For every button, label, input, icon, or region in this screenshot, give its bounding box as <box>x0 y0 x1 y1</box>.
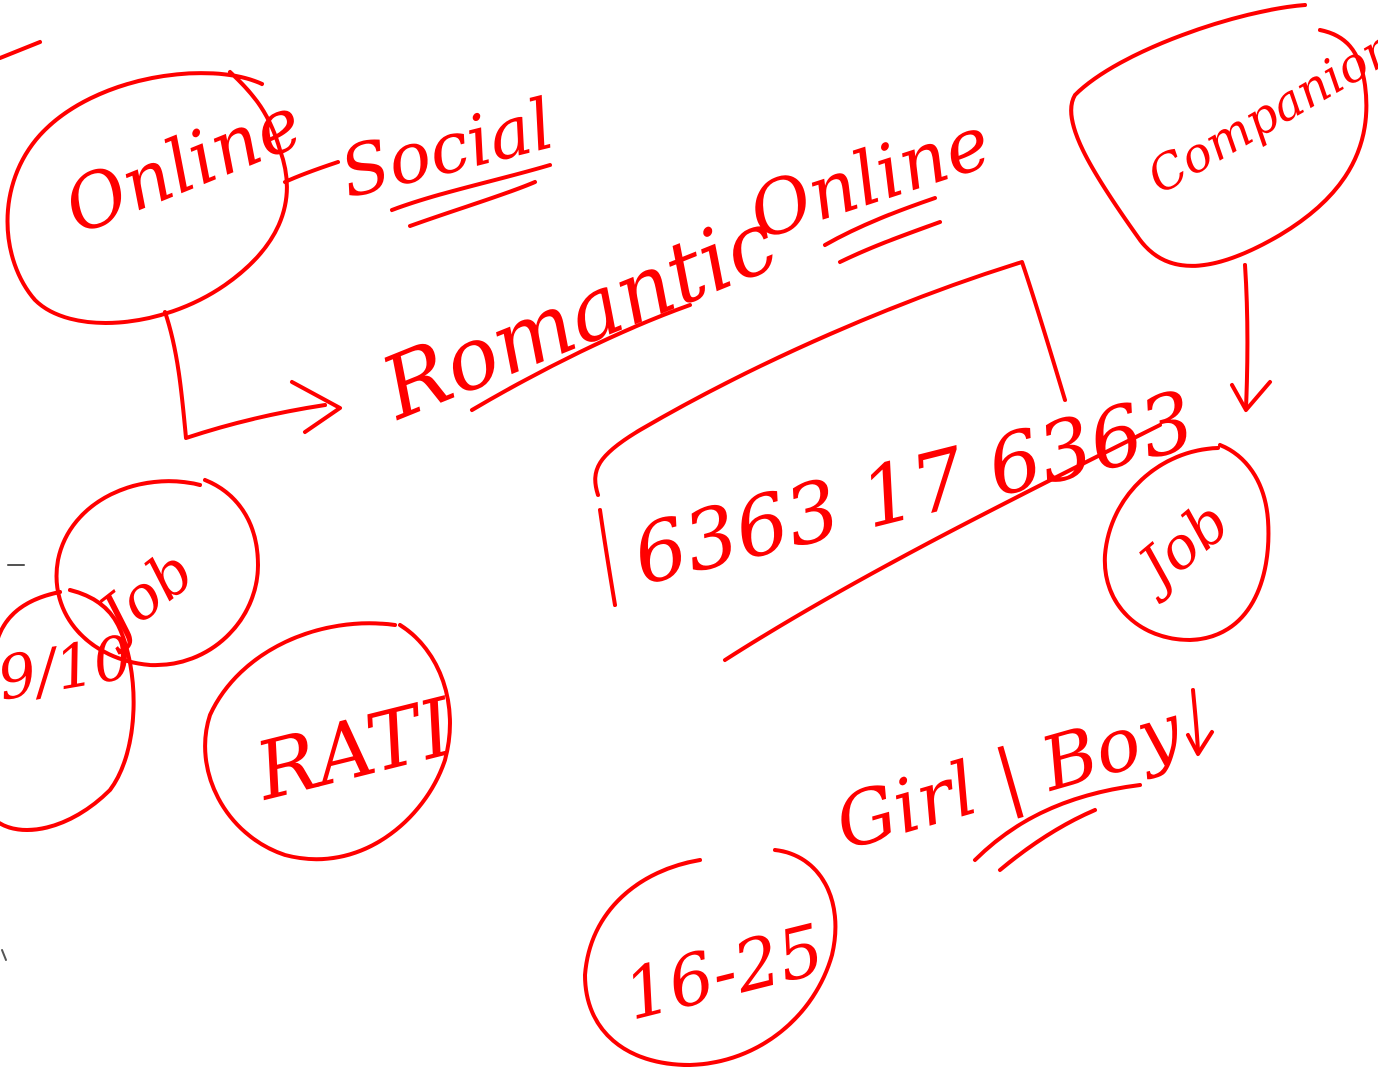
online-label: Online <box>53 79 314 251</box>
margin-mark-2 <box>1 949 7 961</box>
online-social-connector <box>283 160 340 184</box>
phone-bracket <box>593 260 1067 497</box>
boy-underline-2 <box>998 808 1097 872</box>
companion-circle <box>1069 3 1369 268</box>
boy-underline <box>973 783 1142 862</box>
rati-label: RATI <box>245 680 463 819</box>
rati-circle <box>203 621 452 862</box>
arrow-to-romantic <box>163 310 327 440</box>
stray-stroke <box>0 40 42 60</box>
job-left-circle <box>54 478 260 668</box>
job-down-arrow <box>1191 688 1200 754</box>
social-underline-2 <box>408 180 537 228</box>
companion-label: Companion <box>1138 19 1378 206</box>
age-circle <box>583 848 838 1067</box>
online-right-underline-1 <box>823 196 937 247</box>
social-underline-1 <box>390 163 552 212</box>
romantic-label: Romantic <box>367 191 791 440</box>
phone-left-tick <box>598 508 617 607</box>
companion-arrow-head <box>1230 380 1272 412</box>
phone-number-label: 6363 17 6363 <box>624 373 1204 604</box>
job-right-circle <box>1102 443 1271 642</box>
age-range-label: 16-25 <box>616 908 832 1036</box>
companion-arrow <box>1243 263 1250 410</box>
online-right-underline-2 <box>838 220 942 264</box>
online-right-label: Online <box>739 99 1001 257</box>
job-right-label: Job <box>1118 487 1242 607</box>
romantic-underline <box>470 303 692 412</box>
arrow-head <box>290 380 342 434</box>
fraction-circle <box>0 588 136 832</box>
job-down-arrow-head <box>1186 730 1214 756</box>
online-circle <box>5 70 289 325</box>
phone-underline <box>723 423 1162 662</box>
gender-label: Girl | Boy <box>826 687 1192 868</box>
